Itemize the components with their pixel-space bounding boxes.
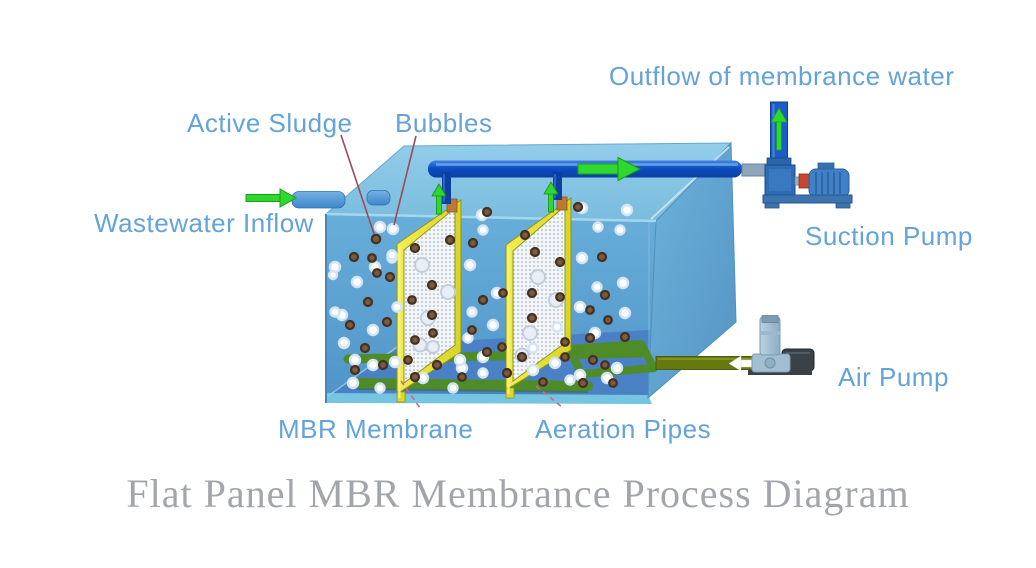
aeration-pipe-loop — [566, 340, 658, 378]
label-aeration-pipes: Aeration Pipes — [535, 414, 711, 444]
flow-arrow-right — [577, 156, 642, 182]
membrane-feed-pipes — [431, 172, 562, 215]
pump-motor-fins — [815, 172, 841, 194]
diagram-title: Flat Panel MBR Membrance Process Diagram — [126, 471, 909, 516]
pump-motor — [808, 168, 850, 198]
label-active-sludge: Active Sludge — [187, 108, 352, 138]
suction-pump-group — [762, 101, 853, 209]
inflow-pipe — [291, 191, 346, 209]
pump-foot-left — [764, 202, 780, 209]
label-air-pump: Air Pump — [838, 362, 949, 392]
leader-active-sludge — [340, 134, 375, 235]
tank-front-rim-highlight — [325, 212, 657, 223]
bubbles-on-membrane-group — [412, 257, 564, 363]
tank-floor-corner-line — [327, 341, 405, 397]
membrane-1-frame — [396, 199, 462, 395]
leader-mbr-membrane — [400, 380, 421, 409]
pump-base — [762, 194, 853, 204]
label-mbr-membrane: MBR Membrane — [278, 414, 473, 444]
pump-inlet-flange — [766, 157, 792, 166]
aeration-pipe-front — [352, 378, 593, 391]
label-bubbles: Bubbles — [395, 108, 492, 138]
leader-aeration-pipes — [535, 385, 563, 408]
pump-motor-cap — [817, 162, 835, 170]
mini-up-arrow-1 — [431, 183, 447, 215]
aeration-pipe-front-shadow — [356, 388, 589, 393]
membrane-1-connector — [446, 198, 458, 213]
tank-bottom-rim — [326, 393, 652, 404]
label-outflow: Outflow of membrance water — [609, 61, 954, 91]
membrane-1-rail-foot — [396, 391, 406, 403]
mini-up-arrow-2 — [543, 181, 559, 213]
membrane-2-rail-foot — [505, 387, 515, 399]
air-pump-cylinder-cap — [761, 315, 779, 323]
pump-volute-panel — [769, 169, 791, 191]
air-pump-port — [764, 357, 776, 369]
label-suction-pump: Suction Pump — [805, 221, 973, 251]
pump-foot-right — [835, 202, 851, 209]
feed-pipe-1 — [442, 172, 451, 204]
leader-bubbles — [393, 135, 417, 226]
air-pump — [748, 315, 815, 375]
collection-pipe — [428, 156, 773, 182]
diagram-labels: Active Sludge Bubbles Wastewater Inflow … — [94, 61, 973, 516]
leader-lines — [340, 134, 563, 409]
label-wastewater-inflow: Wastewater Inflow — [94, 208, 314, 238]
inflow-pipe-stub — [366, 190, 391, 206]
air-line-group — [655, 315, 815, 375]
tank-inner-corner-line — [650, 146, 730, 220]
inflow-pipe-group — [245, 188, 391, 209]
feed-pipe-2 — [553, 172, 562, 200]
inflow-arrow — [245, 188, 298, 208]
sludge-group — [344, 201, 631, 389]
outflow-arrow-up — [770, 107, 788, 151]
air-pump-cylinder-band — [760, 331, 780, 335]
pump-coupling — [798, 173, 810, 189]
